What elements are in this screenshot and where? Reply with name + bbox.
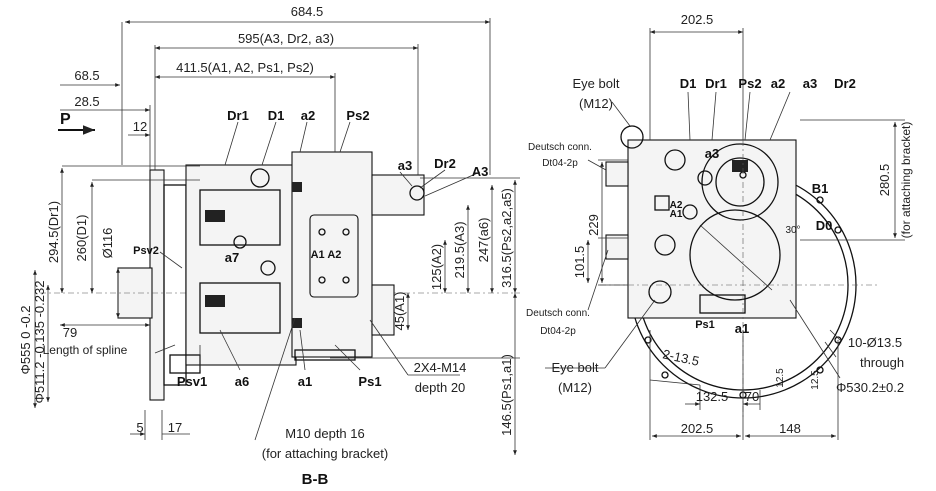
dim-247: 247(a6) bbox=[476, 218, 491, 263]
dim-phi-116: Ø116 bbox=[100, 228, 115, 259]
pump-face-housing bbox=[627, 139, 797, 319]
note-through: through bbox=[860, 355, 904, 370]
label-a6: a6 bbox=[235, 374, 249, 389]
label-a1-a2: A1 A2 bbox=[311, 249, 342, 261]
label-psv1: Psv1 bbox=[177, 374, 207, 389]
dim-229: 229 bbox=[586, 214, 601, 236]
label-m12-upper: (M12) bbox=[579, 96, 613, 111]
label-ps1: Ps1 bbox=[358, 374, 381, 389]
label-b1: B1 bbox=[812, 181, 829, 196]
label-a2: a2 bbox=[301, 108, 315, 123]
dim-overall-length: 684.5 bbox=[291, 4, 324, 19]
dim-phi-530: Φ530.2±0.2 bbox=[836, 380, 904, 395]
dim-280-5: 280.5 bbox=[877, 164, 892, 197]
label-a1-small: A1 bbox=[670, 209, 683, 220]
label-a3-right: A3 bbox=[472, 164, 489, 179]
label-dr2-front: Dr2 bbox=[834, 76, 856, 91]
center-bore-circle bbox=[689, 209, 781, 301]
note-attaching-bracket: (for attaching bracket) bbox=[262, 446, 388, 461]
dim-12: 12 bbox=[133, 119, 147, 134]
section-label: B-B bbox=[302, 471, 329, 488]
note-length-of-spline: Length of spline bbox=[43, 343, 128, 357]
dim-260: 260(D1) bbox=[74, 215, 89, 262]
a3-port-circle bbox=[701, 143, 779, 221]
dim-2-13-5: 2-13.5 bbox=[661, 346, 700, 368]
label-eye-bolt-upper: Eye bolt bbox=[573, 76, 620, 91]
eye-bolt-upper bbox=[620, 125, 644, 149]
note-2x4-m14: 2X4-M14 bbox=[414, 360, 467, 375]
label-deutsch-lower: Deutsch conn. bbox=[526, 308, 590, 319]
note-m10-depth-16: M10 depth 16 bbox=[285, 426, 365, 441]
label-d0: D0 bbox=[816, 218, 833, 233]
dim-12-5-b: 12.5 bbox=[810, 370, 821, 390]
dim-294-5: 294.5(Dr1) bbox=[46, 201, 61, 263]
dim-phi-511: Φ511.2 -0.135 -0.232 bbox=[32, 281, 47, 404]
dim-101-5: 101.5 bbox=[572, 246, 587, 279]
side-view-body bbox=[40, 151, 520, 401]
dim-12-5-a: 12.5 bbox=[775, 368, 786, 388]
label-dr2: Dr2 bbox=[434, 156, 456, 171]
left-labels: 684.5 595(A3, Dr2, a3) 411.5(A1, A2, Ps1… bbox=[18, 4, 514, 488]
label-a7: a7 bbox=[225, 250, 239, 265]
dim-79: 79 bbox=[63, 325, 77, 340]
label-a3-front: a3 bbox=[803, 76, 817, 91]
label-m12-lower: (M12) bbox=[558, 380, 592, 395]
dim-70: 70 bbox=[745, 389, 759, 404]
note-bracket-right: (for attaching bracket) bbox=[899, 122, 913, 239]
front-housing bbox=[185, 164, 297, 366]
label-eye-bolt-lower: Eye bolt bbox=[552, 360, 599, 375]
label-d1-front: D1 bbox=[680, 76, 697, 91]
label-dt04-lower: Dt04-2p bbox=[540, 326, 576, 337]
deutsch-connector-lower bbox=[605, 234, 629, 260]
label-a3: a3 bbox=[398, 158, 412, 173]
label-a2-front: a2 bbox=[771, 76, 785, 91]
label-dr1-front: Dr1 bbox=[705, 76, 727, 91]
deutsch-connector-upper bbox=[605, 161, 629, 187]
dim-316-5: 316.5(Ps2,a2,a5) bbox=[499, 188, 514, 288]
dim-202-5-top: 202.5 bbox=[681, 12, 714, 27]
dim-132-5: 132.5 bbox=[696, 389, 729, 404]
dim-146-5: 146.5(Ps1,a1) bbox=[499, 354, 514, 436]
label-a1-front: a1 bbox=[735, 321, 749, 336]
label-ps2: Ps2 bbox=[346, 108, 369, 123]
label-deutsch-upper: Deutsch conn. bbox=[528, 142, 592, 153]
dim-68-5: 68.5 bbox=[74, 68, 99, 83]
eye-bolt-lower bbox=[648, 280, 672, 304]
dim-411: 411.5(A1, A2, Ps1, Ps2) bbox=[176, 60, 314, 75]
note-10-holes: 10-Ø13.5 bbox=[848, 335, 902, 350]
front-view-body bbox=[600, 125, 880, 420]
note-depth-20: depth 20 bbox=[415, 380, 466, 395]
dim-phi-555: Φ555 0 -0.2 bbox=[18, 306, 33, 375]
dim-219-5: 219.5(A3) bbox=[452, 221, 467, 278]
dim-45: 45(A1) bbox=[392, 291, 407, 330]
label-dt04-upper: Dt04-2p bbox=[542, 158, 578, 169]
label-a3-center: a3 bbox=[705, 146, 719, 161]
label-30-deg: 30° bbox=[785, 225, 800, 236]
label-ps1-front: Ps1 bbox=[695, 319, 715, 331]
label-d1: D1 bbox=[268, 108, 285, 123]
dim-595: 595(A3, Dr2, a3) bbox=[238, 31, 334, 46]
label-a2-small: A2 bbox=[670, 200, 683, 211]
label-dr1: Dr1 bbox=[227, 108, 249, 123]
rear-port bbox=[371, 174, 425, 216]
label-a1: a1 bbox=[298, 374, 312, 389]
front-view-dimensions bbox=[545, 28, 905, 440]
label-psv2: Psv2 bbox=[133, 245, 159, 257]
side-view-dimensions bbox=[33, 18, 520, 455]
dim-148: 148 bbox=[779, 421, 801, 436]
dim-17: 17 bbox=[168, 420, 182, 435]
dim-5: 5 bbox=[136, 420, 143, 435]
dim-28-5: 28.5 bbox=[74, 94, 99, 109]
label-ps2-front: Ps2 bbox=[738, 76, 761, 91]
dim-202-5-bottom: 202.5 bbox=[681, 421, 714, 436]
p-label: P bbox=[60, 111, 71, 128]
right-labels: 202.5 Eye bolt (M12) D1 Dr1 Ps2 a2 a3 Dr… bbox=[526, 12, 913, 436]
dim-125: 125(A2) bbox=[429, 244, 444, 290]
